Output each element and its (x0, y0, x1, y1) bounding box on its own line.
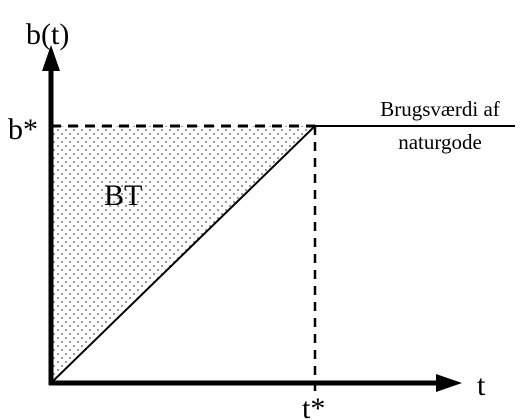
y-tick-label-b-star: b* (8, 113, 38, 146)
curve-annotation-line-2: naturgode (398, 130, 482, 154)
curve-annotation-line-1: Brugsværdi af (380, 97, 500, 121)
x-axis-arrowhead (436, 374, 462, 392)
series-line-b-of-t (50, 125, 515, 384)
x-axis-label: t (477, 369, 486, 402)
y-axis-label: b(t) (26, 18, 69, 51)
y-axis-arrowhead (42, 45, 60, 71)
area-label-bt: BT (104, 179, 142, 212)
x-tick-label-t-star: t* (302, 392, 325, 420)
